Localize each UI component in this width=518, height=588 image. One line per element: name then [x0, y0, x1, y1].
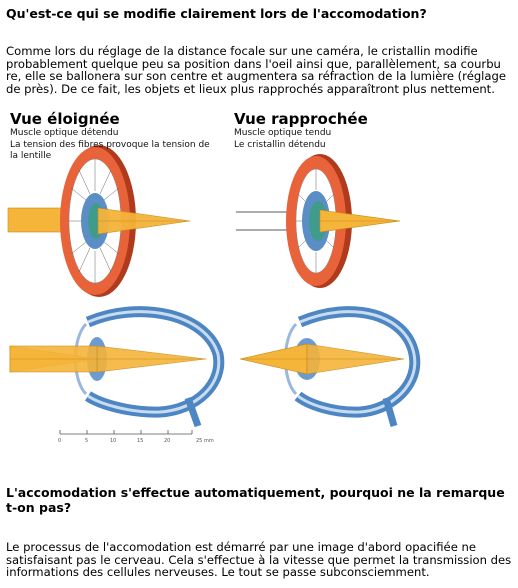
left-view-note-1: Muscle optique détendu: [10, 128, 119, 138]
right-view-title: Vue rapprochée: [234, 110, 368, 128]
scale-tick: 10: [110, 438, 116, 444]
accommodation-figure: 0 5 10 15 20 25 mm Vue éloignée Muscle o…: [0, 108, 518, 448]
scale-tick: 20: [164, 438, 170, 444]
scale-tick: 25 mm: [196, 438, 214, 444]
left-view-note-2: La tension des fibres provoque la tensio…: [10, 140, 210, 161]
scale-tick: 15: [137, 438, 143, 444]
accommodation-diagram: 0 5 10 15 20 25 mm: [7, 145, 421, 444]
scale-tick: 5: [85, 438, 88, 444]
scale-bar: 0 5 10 15 20 25 mm: [58, 430, 214, 444]
right-view-note-1: Muscle optique tendu: [234, 128, 332, 138]
section-paragraph-automatic: Le processus de l'accomodation est démar…: [6, 540, 512, 580]
right-front-diagram: [236, 154, 401, 288]
left-eye-cross-section: [9, 306, 225, 428]
right-view-note-2: Le cristallin détendu: [234, 140, 326, 150]
left-front-diagram: [7, 145, 191, 297]
section-paragraph-accommodation: Comme lors du réglage de la distance foc…: [6, 44, 507, 96]
section-heading-accommodation: Qu'est-ce qui se modifie clairement lors…: [6, 6, 427, 21]
scale-tick: 0: [58, 438, 61, 444]
left-view-title: Vue éloignée: [10, 110, 120, 128]
section-heading-automatic: L'accomodation s'effectue automatiquemen…: [6, 485, 505, 515]
right-eye-cross-section: [239, 306, 421, 427]
